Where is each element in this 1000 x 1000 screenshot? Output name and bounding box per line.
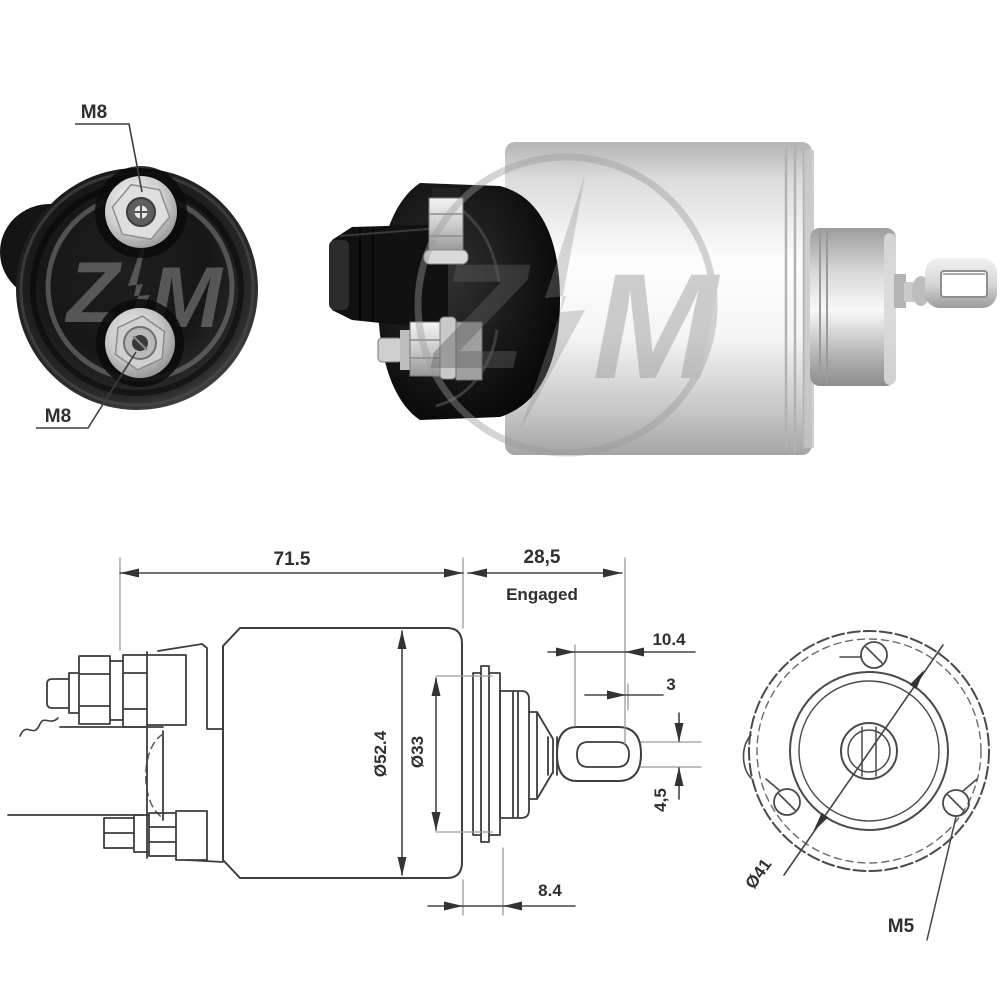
center-hole-outer — [840, 722, 898, 780]
center-hole-inner — [847, 729, 891, 773]
plunger-neck-ring — [894, 274, 906, 308]
top-stud-washer — [423, 249, 469, 265]
plunger-eye-hole — [940, 270, 988, 298]
photo-side-view: Z M — [329, 142, 997, 457]
watermark-letter-z-right: Z — [430, 232, 531, 400]
dimension-arrowheads — [120, 568, 684, 911]
flange-left-tab — [742, 734, 752, 779]
dim-overall-length: 71.5 — [274, 549, 311, 570]
dim-bolt-circle-diameter: Ø41 — [741, 855, 775, 892]
screw-hole-top — [860, 641, 888, 669]
watermark-letter-m-right: M — [593, 242, 721, 410]
photo-front-view: Z M M8 M8 — [0, 102, 258, 429]
watermark-lightning-icon-right — [520, 175, 585, 430]
front-collar — [810, 228, 896, 386]
dim-engaged-label: Engaged — [506, 585, 578, 604]
top-stud-nut-facets — [429, 213, 463, 237]
front-collar-drawing — [499, 690, 530, 819]
screw-hole-slashes — [765, 646, 978, 812]
extension-lines — [119, 557, 702, 916]
watermark-right: Z M — [414, 153, 721, 457]
pilot-circle-outer — [789, 671, 949, 831]
bottom-stud-nut — [409, 321, 441, 377]
dim-body-diameter: Ø52.4 — [371, 730, 390, 777]
plunger-eye-slot — [576, 741, 630, 768]
bottom-terminal-slash-mark — [132, 335, 148, 351]
hidden-arc — [145, 733, 164, 819]
connector-ribs — [359, 227, 374, 321]
center-hole-slot — [861, 726, 877, 777]
screw-hole-right — [942, 789, 970, 817]
label-m8-bottom: M8 — [45, 406, 71, 427]
m8-leader-lines — [36, 123, 143, 429]
bottom-stud-nut-facets — [410, 339, 440, 359]
collar-front-face — [884, 233, 896, 385]
dim-collar-diameter: Ø33 — [408, 736, 427, 768]
bottom-stud-flange — [400, 330, 410, 370]
dim-engaged-length: 28,5 — [524, 547, 561, 568]
bottom-stud-block — [455, 321, 483, 381]
collar-rings — [819, 230, 828, 384]
label-mount-screw: M5 — [888, 916, 915, 937]
bolt-circle-arrowheads — [813, 670, 924, 832]
m5-leader-line — [926, 816, 957, 941]
drawing-front-face: Ø41 M5 — [741, 630, 990, 941]
dim-tip-thickness: 3 — [666, 675, 675, 694]
plunger-eye-outline — [556, 726, 642, 782]
flange-outer-circle — [748, 630, 990, 872]
flange-outer-circle-2 — [756, 638, 982, 864]
dim-slot-height: 4,5 — [651, 788, 670, 812]
bottom-stud-tip — [377, 337, 403, 363]
drawing-side-view: 71.5 28,5 Engaged 10.4 3 Ø52.4 Ø33 4,5 8… — [7, 547, 702, 916]
pilot-circle-inner — [798, 680, 940, 822]
main-cylinder — [505, 142, 812, 455]
front-flange-rings — [472, 665, 501, 843]
bottom-terminal-stack-drawing — [103, 810, 208, 861]
break-line-squiggle — [19, 717, 59, 737]
body-outline — [222, 627, 463, 879]
label-m8-top: M8 — [81, 102, 107, 123]
connector-tip-face — [329, 240, 349, 310]
top-terminal-stack-drawing — [46, 651, 187, 859]
rear-housing-outline — [7, 643, 224, 863]
screw-hole-left — [773, 788, 801, 816]
top-stud-nut — [428, 197, 464, 253]
dim-flange-offset: 8.4 — [538, 881, 562, 900]
watermark-circle-right — [414, 153, 718, 457]
connector-top-highlight — [339, 227, 441, 237]
dim-plunger-travel: 10.4 — [652, 630, 686, 649]
top-terminal-cross-mark — [134, 205, 148, 219]
cylinder-end-band — [804, 150, 814, 448]
plunger-taper-ribs — [528, 711, 558, 800]
